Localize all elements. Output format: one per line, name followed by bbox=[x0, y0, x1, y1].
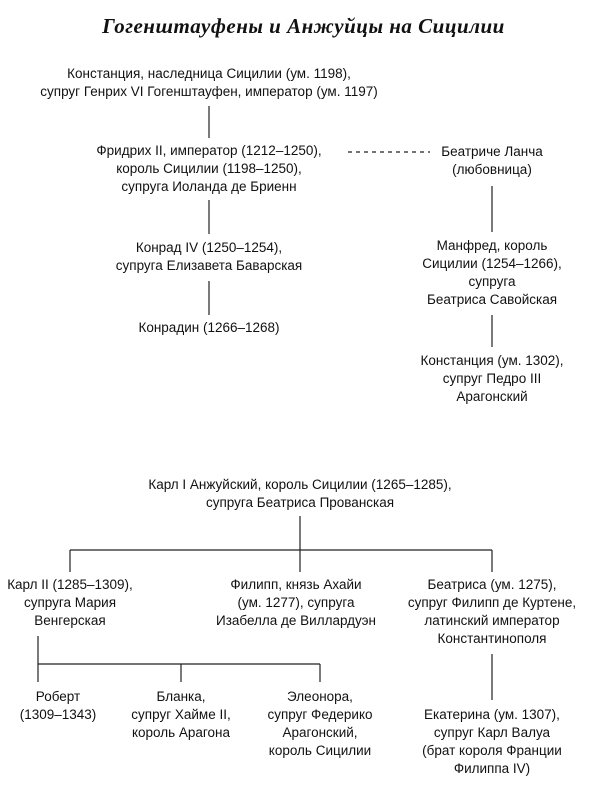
node-beatrisa: Беатриса (ум. 1275), супруг Филипп де Ку… bbox=[407, 577, 577, 646]
node-karl1: Карл I Анжуйский, король Сицилии (1265–1… bbox=[148, 477, 452, 510]
node-beatriche: Беатриче Ланча (любовница) bbox=[441, 144, 543, 177]
node-filipp: Филипп, князь Ахайи (ум. 1277), супруга … bbox=[215, 577, 377, 628]
node-konstanciya2: Констанция (ум. 1302), супруг Педро III … bbox=[420, 353, 564, 404]
node-eleonora: Элеонора, супруг Федерико Арагонский, ко… bbox=[267, 689, 373, 758]
diagram-title: Гогенштауфены и Анжуйцы на Сицилии bbox=[102, 14, 505, 38]
node-konradin: Конрадин (1266–1268) bbox=[138, 320, 280, 335]
node-konstanciya: Констанция, наследница Сицилии (ум. 1198… bbox=[40, 66, 378, 99]
node-karl2: Карл II (1285–1309), супруга Мария Венге… bbox=[7, 577, 133, 628]
node-blanka: Бланка, супруг Хайме II, король Арагона bbox=[131, 689, 231, 740]
node-konrad: Конрад IV (1250–1254), супруга Елизавета… bbox=[115, 240, 303, 273]
node-fridrih: Фридрих II, император (1212–1250), корол… bbox=[96, 143, 322, 194]
node-robert: Роберт (1309–1343) bbox=[19, 689, 97, 722]
node-manfred: Манфред, король Сицилии (1254–1266), суп… bbox=[422, 238, 562, 307]
node-ekaterina: Екатерина (ум. 1307), супруг Карл Валуа … bbox=[422, 707, 562, 776]
